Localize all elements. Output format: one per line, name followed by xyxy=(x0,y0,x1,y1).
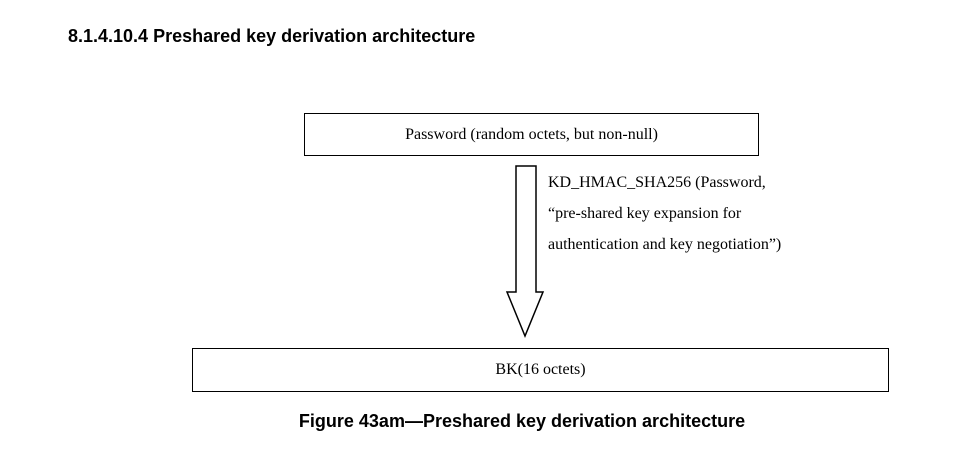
kdf-line-1: KD_HMAC_SHA256 (Password, xyxy=(548,174,766,191)
figure-caption: Figure 43am—Preshared key derivation arc… xyxy=(298,411,746,431)
section-heading: 8.1.4.10.4 Preshared key derivation arch… xyxy=(68,26,476,46)
kdf-label: KD_HMAC_SHA256 (Password, “pre-shared ke… xyxy=(548,167,781,260)
derivation-arrow-icon xyxy=(505,165,545,338)
kdf-line-2: “pre-shared key expansion for xyxy=(548,205,742,222)
password-box: Password (random octets, but non-null) xyxy=(304,113,759,156)
password-box-label: Password (random octets, but non-null) xyxy=(405,125,658,143)
bk-box: BK(16 octets) xyxy=(192,348,889,392)
derivation-arrow-shape xyxy=(505,165,545,338)
bk-box-label: BK(16 octets) xyxy=(495,361,586,378)
kdf-line-3: authentication and key negotiation”) xyxy=(548,236,782,253)
